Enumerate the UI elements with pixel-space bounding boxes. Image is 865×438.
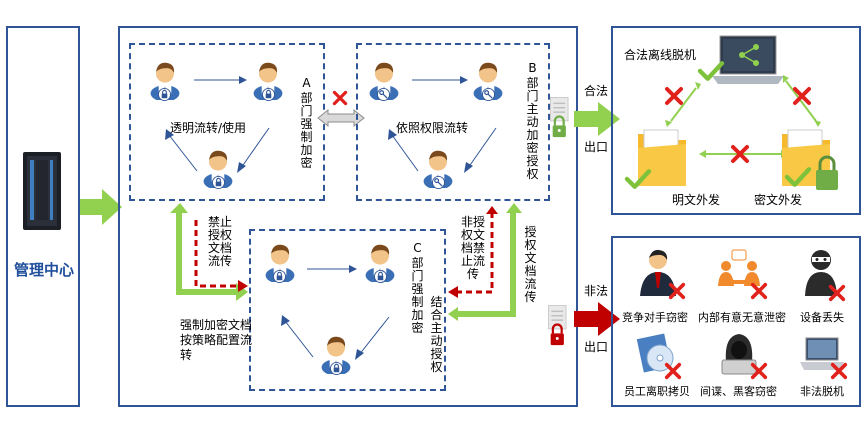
dept-c-flow-arrows [281,265,390,360]
server-icon [20,152,64,234]
illegal-item-label: 间谍、黑客窃密 [700,385,777,398]
illegal-item-label: 非法脱机 [800,385,844,398]
illegal-exit-label-top: 非法 [584,284,609,298]
thief-icon [802,248,840,300]
folder-lock-icon [780,126,842,198]
a-c-red-dashed-arrow [194,220,248,292]
a-b-blocked-arrow [317,108,365,128]
blocked-x-icon [668,282,686,300]
dept-c-letter: C [413,241,422,255]
offline-label: 合法离线脱机 [624,48,697,62]
dept-a-title: 部门强制加密 [300,91,313,170]
illegal-item-label: 内部有意无意泄密 [698,311,786,324]
dept-b-flow-label: 依照权限流转 [396,121,469,135]
mgmt-to-depts-arrow [80,189,122,225]
legal-triangle-arrows [665,75,821,158]
dept-b-box [356,43,550,201]
illegal-exit-panel [611,236,861,407]
dept-c-title: 部门强制加密 [411,256,424,335]
blocked-x-icon [830,362,848,380]
laptop-share-icon [712,35,784,90]
businessman-icon [638,248,678,300]
b-c-red-dashed-arrow [448,206,498,298]
b-c-green-arrow [448,203,522,321]
blocked-x-icon [730,144,750,164]
illegal-item-label: 员工离职拷贝 [624,385,690,398]
legal-exit-label-bottom: 出口 [584,140,609,154]
dept-a-flow-label: 透明流转/使用 [170,121,247,135]
dept-b-letter: B [528,61,537,75]
management-center-panel [6,26,80,407]
auth-doc-flow-label: 授权文档流传 [524,225,537,304]
legal-exit-arrow [574,102,620,136]
policy-flow-label: 强制加密文档按策略配置流转 [180,318,253,362]
meeting-icon [716,249,762,298]
dept-c-side-text: 结合主动授权 [430,295,443,374]
cipher-out-label: 密文外发 [754,193,803,207]
check-icon [624,168,652,190]
illegal-item-label: 竞争对手窃密 [622,311,688,324]
blocked-x-icon [332,90,348,106]
hacker-icon [718,332,760,380]
dept-c-box [249,229,446,391]
blocked-x-icon [750,362,768,380]
blocked-x-icon [792,86,812,106]
illegal-item-label: 设备丢失 [800,311,844,324]
illegal-exit-label-bottom: 出口 [584,340,609,354]
blocked-x-icon [750,282,768,300]
blocked-x-icon [664,362,682,380]
disc-copy-icon [636,333,676,378]
forbid-unauth-doc-label: 非授权文档禁止流传 [460,215,485,281]
forbid-auth-doc-label: 禁止授权文档流传 [207,215,232,268]
blocked-x-icon [828,284,846,302]
blocked-x-icon [664,86,684,106]
legal-exit-label-top: 合法 [584,84,609,98]
check-icon [784,166,812,188]
doc-lock-green-icon [549,92,571,144]
plain-out-label: 明文外发 [672,193,721,207]
departments-frame [118,26,578,407]
dept-b-flow-arrows [388,76,497,173]
legal-exit-panel [611,26,861,215]
management-center-label: 管理中心 [14,261,75,279]
dept-a-flow-arrows [165,76,270,173]
dept-b-title: 部门主动加密授权 [526,76,539,181]
laptop-icon [800,337,844,376]
dept-a-letter: A [302,76,311,90]
doc-lock-red-icon [547,300,569,352]
illegal-exit-arrow [574,302,620,336]
